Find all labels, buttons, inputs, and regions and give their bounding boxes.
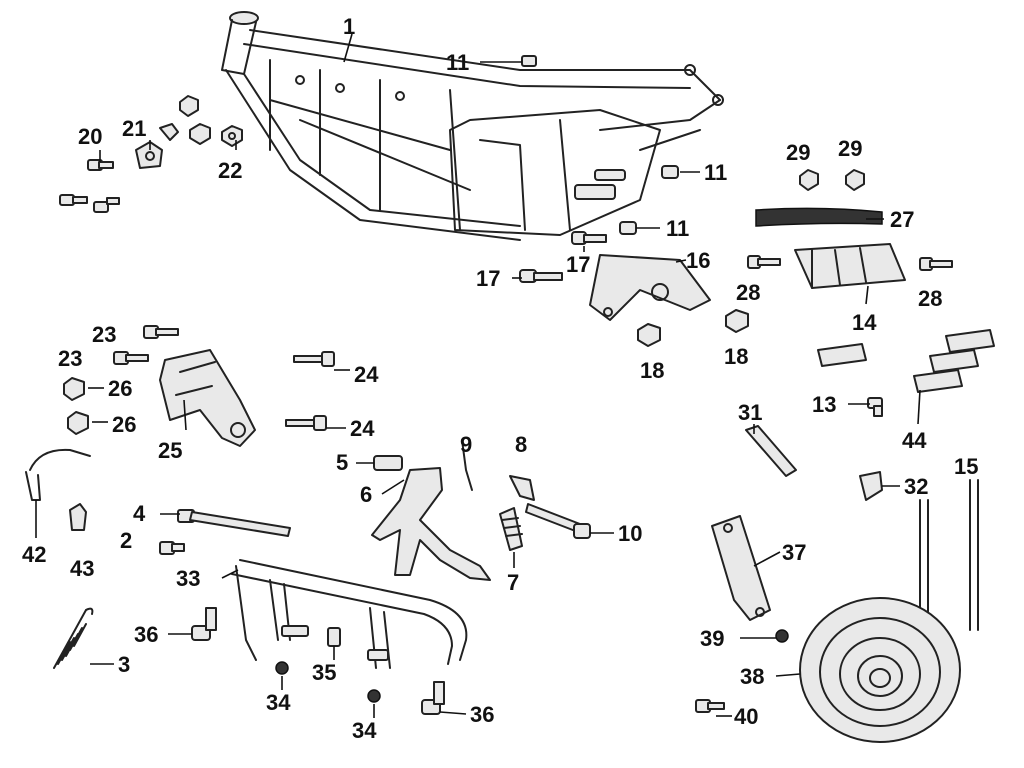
callout-7: 7	[507, 570, 519, 595]
callout-22: 22	[218, 158, 242, 183]
callout-25: 25	[158, 438, 182, 463]
callout-9: 9	[460, 432, 472, 457]
callout-16: 16	[686, 248, 710, 273]
callout-labels: 1 2 3 4 5 6 7 8 9 10 11 11 11 13 14 15 1…	[22, 14, 978, 743]
callout-36a: 36	[134, 622, 158, 647]
callout-35: 35	[312, 660, 336, 685]
center-stand-group	[159, 439, 591, 581]
carrier-33	[191, 559, 468, 715]
callout-43: 43	[70, 556, 94, 581]
callout-2: 2	[120, 528, 132, 553]
engine-mount-group	[25, 325, 335, 531]
callout-34a: 34	[266, 690, 291, 715]
callout-36b: 36	[470, 702, 494, 727]
callout-23a: 23	[92, 322, 116, 347]
callout-31: 31	[738, 400, 762, 425]
callout-23b: 23	[58, 346, 82, 371]
callout-32: 32	[904, 474, 928, 499]
callout-11b: 11	[704, 160, 727, 185]
callout-40: 40	[734, 704, 758, 729]
callout-10: 10	[618, 521, 642, 546]
callout-6: 6	[360, 482, 372, 507]
callout-27: 27	[890, 207, 914, 232]
nuts-11-group	[521, 55, 679, 235]
spring-3	[53, 607, 94, 669]
nuts-group-top-left	[59, 95, 243, 213]
pads-44	[817, 329, 995, 417]
callout-26a: 26	[108, 376, 132, 401]
callout-34b: 34	[352, 718, 377, 743]
callout-8: 8	[515, 432, 527, 457]
leader-lines	[35, 33, 921, 718]
callout-3: 3	[118, 652, 130, 677]
callout-17b: 17	[476, 266, 500, 291]
callout-11a: 11	[446, 50, 469, 75]
bracket-16	[519, 231, 749, 347]
callout-24b: 24	[350, 416, 375, 441]
frame-assembly	[221, 11, 724, 241]
callout-29a: 29	[786, 140, 810, 165]
callout-1: 1	[343, 14, 355, 39]
callout-21: 21	[122, 116, 146, 141]
callout-15: 15	[954, 454, 978, 479]
callout-37: 37	[782, 540, 806, 565]
callout-44: 44	[902, 428, 927, 453]
callout-28a: 28	[736, 280, 760, 305]
callout-28b: 28	[918, 286, 942, 311]
battery-box-group	[747, 169, 953, 289]
callout-14: 14	[852, 310, 877, 335]
callout-24a: 24	[354, 362, 379, 387]
callout-38: 38	[740, 664, 764, 689]
callout-42: 42	[22, 542, 46, 567]
callout-26b: 26	[112, 412, 136, 437]
callout-18b: 18	[724, 344, 748, 369]
callout-4: 4	[133, 501, 146, 526]
callout-5: 5	[336, 450, 348, 475]
callout-39: 39	[700, 626, 724, 651]
callout-18a: 18	[640, 358, 664, 383]
right-lower-parts	[695, 425, 979, 743]
callout-29b: 29	[838, 136, 862, 161]
callout-33: 33	[176, 566, 200, 591]
callout-20: 20	[78, 124, 102, 149]
callout-11c: 11	[666, 216, 689, 241]
callout-17a: 17	[566, 252, 590, 277]
callout-13: 13	[812, 392, 836, 417]
